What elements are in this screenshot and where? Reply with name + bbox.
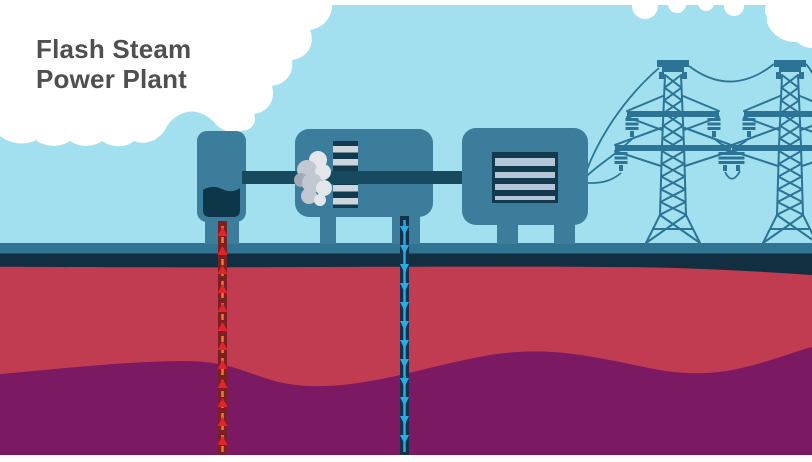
drive-shaft <box>242 171 463 184</box>
injection-well-pipe <box>400 216 409 456</box>
turbine-leg <box>320 216 336 244</box>
clouds <box>0 0 812 147</box>
power-lines <box>585 63 812 184</box>
title-line-2: Power Plant <box>36 64 188 94</box>
cloud-top-left <box>0 0 333 147</box>
generator-leg <box>554 222 575 244</box>
generator-grille <box>492 152 558 203</box>
bottom-border <box>0 455 812 462</box>
cloud-band-top <box>300 0 812 5</box>
transmission-pylon-right <box>731 60 812 244</box>
generator-leg <box>497 222 518 244</box>
generator <box>462 128 588 244</box>
production-well-pipe <box>217 221 228 456</box>
tank-liquid <box>203 186 240 217</box>
transmission-pylon-left <box>614 60 732 244</box>
cloud-bump-icon <box>698 0 714 11</box>
cloud-top-right <box>790 4 812 48</box>
page-title: Flash Steam Power Plant <box>36 34 191 94</box>
cloud-bump-icon <box>724 0 744 16</box>
steam-puff-icon <box>294 151 332 206</box>
cloud-notch <box>747 9 767 29</box>
title-line-1: Flash Steam <box>36 34 192 64</box>
transmission-pylons <box>614 60 812 244</box>
cloud-bump-icon <box>668 0 686 13</box>
cloud-bump-icon <box>632 0 658 19</box>
